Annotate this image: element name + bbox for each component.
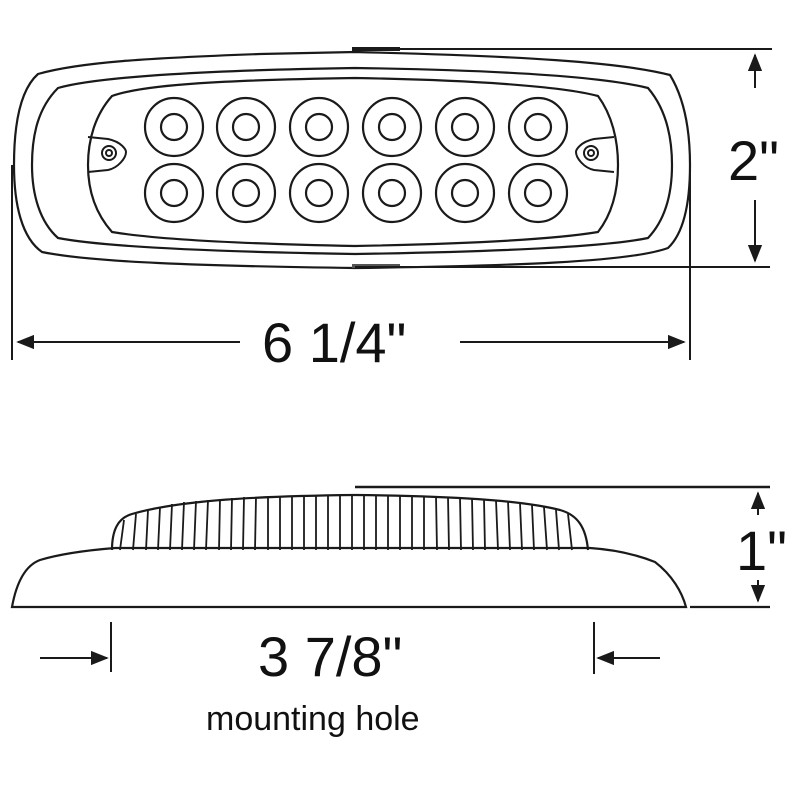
depth-label: 1" xyxy=(736,519,787,582)
height-label: 2" xyxy=(728,129,779,192)
led xyxy=(288,96,350,158)
led xyxy=(288,162,350,224)
led xyxy=(507,96,569,158)
led xyxy=(434,96,496,158)
led xyxy=(507,162,569,224)
led xyxy=(434,162,496,224)
base-profile xyxy=(10,546,688,609)
led xyxy=(361,96,423,158)
side-view xyxy=(10,485,770,609)
led xyxy=(215,96,277,158)
length-dimension xyxy=(11,165,691,360)
mounting-hole-label: 3 7/8" xyxy=(258,625,402,688)
led xyxy=(143,162,205,224)
length-label: 6 1/4" xyxy=(262,311,406,374)
mounting-screw-left xyxy=(87,136,128,173)
mounting-screw-right xyxy=(574,136,615,173)
mounting-hole-caption: mounting hole xyxy=(206,700,420,738)
mounting-hole-dimension xyxy=(40,622,660,674)
lens-outline xyxy=(86,76,620,248)
lens-ribs xyxy=(119,495,573,551)
lens-profile xyxy=(110,493,590,551)
led-array xyxy=(143,96,569,224)
height-dimension xyxy=(355,48,772,268)
led xyxy=(361,162,423,224)
led xyxy=(215,162,277,224)
bezel-outline xyxy=(30,66,674,256)
led xyxy=(143,96,205,158)
